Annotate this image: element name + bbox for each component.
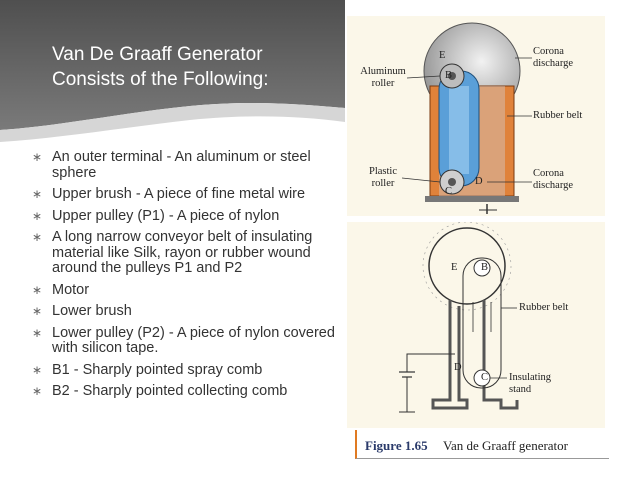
list-item: ∗Upper pulley (P1) - A piece of nylon bbox=[32, 207, 280, 224]
bullet-star-icon: ∗ bbox=[32, 230, 43, 244]
list-item: ∗A long narrow conveyor belt of insulati… bbox=[32, 229, 313, 276]
label-insulating-stand: Insulating stand bbox=[509, 372, 551, 395]
label-letter-e-top: E bbox=[439, 50, 446, 61]
figure-caption-text: Van de Graaff generator bbox=[443, 438, 568, 453]
label-corona-discharge-top: Corona discharge bbox=[533, 46, 574, 69]
header-wave-graphic bbox=[0, 0, 345, 160]
generator-schematic-drawing bbox=[399, 221, 519, 413]
label-corona-discharge-bottom: Corona discharge bbox=[533, 168, 574, 191]
figure-number: Figure 1.65 bbox=[365, 438, 428, 453]
label-letter-c-bottom: C bbox=[481, 372, 489, 383]
label-letter-d-top: D bbox=[475, 176, 483, 187]
list-item: ∗An outer terminal - An aluminum or stee… bbox=[32, 149, 311, 181]
bullet-star-icon: ∗ bbox=[32, 282, 43, 297]
bullet-star-icon: ∗ bbox=[32, 325, 43, 340]
generator-cutaway-figure: Aluminum roller Corona discharge Rubber … bbox=[347, 16, 605, 216]
list-item: ∗B2 - Sharply pointed collecting comb bbox=[32, 383, 288, 399]
generator-cutaway-drawing bbox=[401, 22, 532, 214]
list-item: ∗Upper brush - A piece of fine metal wir… bbox=[32, 186, 306, 202]
bullet-star-icon: ∗ bbox=[32, 187, 43, 201]
component-list: ∗An outer terminal - An aluminum or stee… bbox=[30, 149, 342, 406]
label-letter-b-bottom: B bbox=[481, 262, 489, 273]
label-letter-c-top: C bbox=[445, 186, 453, 197]
list-item: ∗B1 - Sharply pointed spray comb bbox=[32, 361, 263, 378]
label-letter-b-top: B bbox=[445, 70, 453, 81]
slide-title: Van De Graaff Generator Consists of the … bbox=[52, 42, 332, 92]
title-line-2: Consists of the Following: bbox=[52, 69, 269, 90]
label-plastic-roller: Plastic roller bbox=[369, 166, 397, 189]
figure-caption: Figure 1.65 Van de Graaff generator bbox=[355, 430, 609, 459]
list-item: ∗Motor bbox=[32, 281, 90, 298]
bullet-star-icon: ∗ bbox=[32, 208, 43, 223]
label-letter-e-bottom: E bbox=[451, 262, 458, 273]
label-letter-d-bottom: D bbox=[454, 362, 462, 373]
bullet-star-icon: ∗ bbox=[32, 150, 43, 164]
label-rubber-belt-top: Rubber belt bbox=[533, 110, 583, 121]
bullet-star-icon: ∗ bbox=[32, 384, 43, 398]
list-item: ∗Lower pulley (P2) - A piece of nylon co… bbox=[32, 324, 335, 356]
bullet-star-icon: ∗ bbox=[32, 304, 43, 318]
generator-schematic-figure: Rubber belt Insulating stand E B D C bbox=[347, 221, 605, 428]
title-line-1: Van De Graaff Generator bbox=[52, 44, 263, 65]
slide-header: Van De Graaff Generator Consists of the … bbox=[0, 0, 345, 160]
list-item: ∗Lower brush bbox=[32, 303, 132, 319]
label-rubber-belt-bottom: Rubber belt bbox=[519, 302, 569, 313]
bullet-star-icon: ∗ bbox=[32, 362, 43, 377]
label-aluminum-roller: Aluminum roller bbox=[360, 66, 406, 89]
